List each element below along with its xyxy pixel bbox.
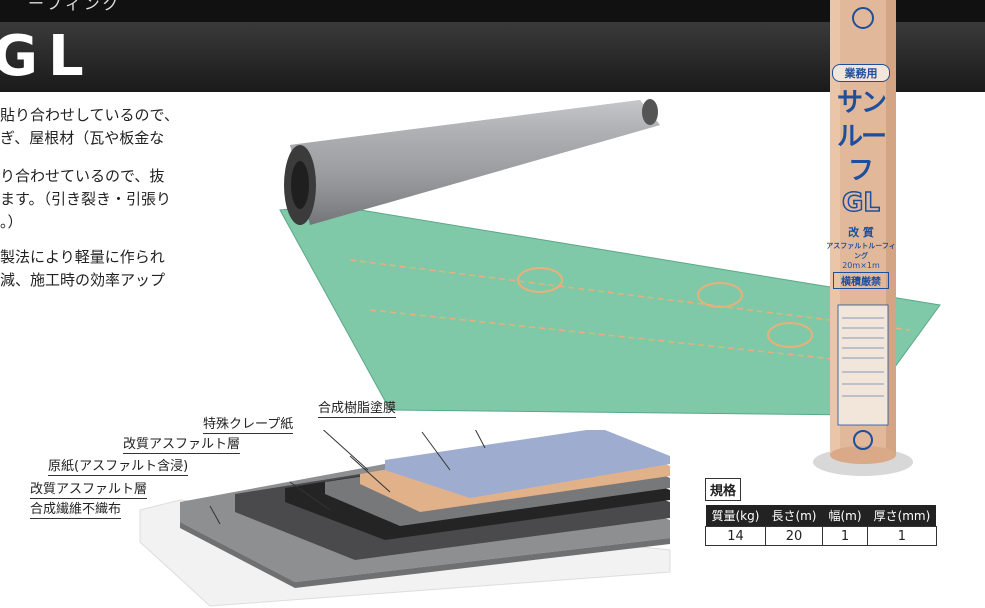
spec-value-width: 1: [821, 526, 869, 546]
feature-line-1: 貼り合わせしているので、: [0, 106, 179, 124]
roll-desc: アスファルトルーフィング: [826, 242, 896, 260]
roll-badge: 業務用: [832, 64, 890, 82]
spec-header-weight: 質量(kg): [705, 505, 766, 527]
roll-size: 20m×1m: [842, 261, 880, 270]
spec-table: 質量(kg) 長さ(m) 幅(m) 厚さ(mm) 14 20 1 1: [705, 505, 937, 546]
feature-line-5: 。）: [0, 213, 23, 231]
layer-label-asphalt-upper: 改質アスファルト層: [123, 433, 241, 454]
roll-name-1: サン: [836, 88, 887, 118]
layer-label-paper: 原紙(アスファルト含浸): [48, 455, 189, 476]
feature-line-4: ます。（引き裂き・引張り: [0, 190, 172, 208]
spec-header-width: 幅(m): [822, 505, 868, 527]
layer-diagram: [139, 430, 671, 607]
layer-label-crepe: 特殊クレープ紙: [203, 413, 294, 434]
roll-grade: GL: [841, 187, 880, 219]
spec-value-row: 14 20 1 1: [705, 526, 937, 546]
roll-name-2: ルー: [836, 122, 887, 152]
spec-value-weight: 14: [705, 526, 766, 546]
feature-line-2: ぎ、屋根材（瓦や板金な: [0, 129, 165, 147]
spec-value-length: 20: [764, 526, 824, 546]
roll-kind: 改 質: [848, 226, 874, 239]
title-band: GL: [0, 22, 985, 92]
spec-value-thickness: 1: [867, 526, 937, 546]
page-title: GL: [0, 24, 94, 89]
layer-resin-coating: [385, 430, 670, 498]
header-top-strip: ーフィング: [0, 0, 985, 22]
feature-line-6: 製法により軽量に作られ: [0, 248, 165, 266]
spec-header-row: 質量(kg) 長さ(m) 幅(m) 厚さ(mm): [705, 505, 937, 527]
feature-line-3: り合わせているので、抜: [0, 167, 165, 185]
roll-warning: 横積厳禁: [833, 272, 889, 289]
spec-header-thickness: 厚さ(mm): [867, 505, 937, 527]
membrane-roll-image: [279, 99, 941, 416]
spec-title: 規格: [705, 478, 742, 501]
roll-name-3: フ: [847, 156, 874, 186]
header-subtitle: ーフィング: [28, 0, 122, 13]
roll-label-group: 業務用 サン ルー フ GL 改 質 アスファルトルーフィング 20m×1m 横…: [826, 50, 896, 289]
layer-label-asphalt-lower: 改質アスファルト層: [30, 478, 148, 499]
layer-label-nonwoven: 合成繊維不織布: [30, 498, 122, 519]
feature-line-7: 減、施工時の効率アップ: [0, 271, 166, 289]
layer-label-resin: 合成樹脂塗膜: [318, 397, 397, 418]
spec-header-length: 長さ(m): [765, 505, 823, 527]
